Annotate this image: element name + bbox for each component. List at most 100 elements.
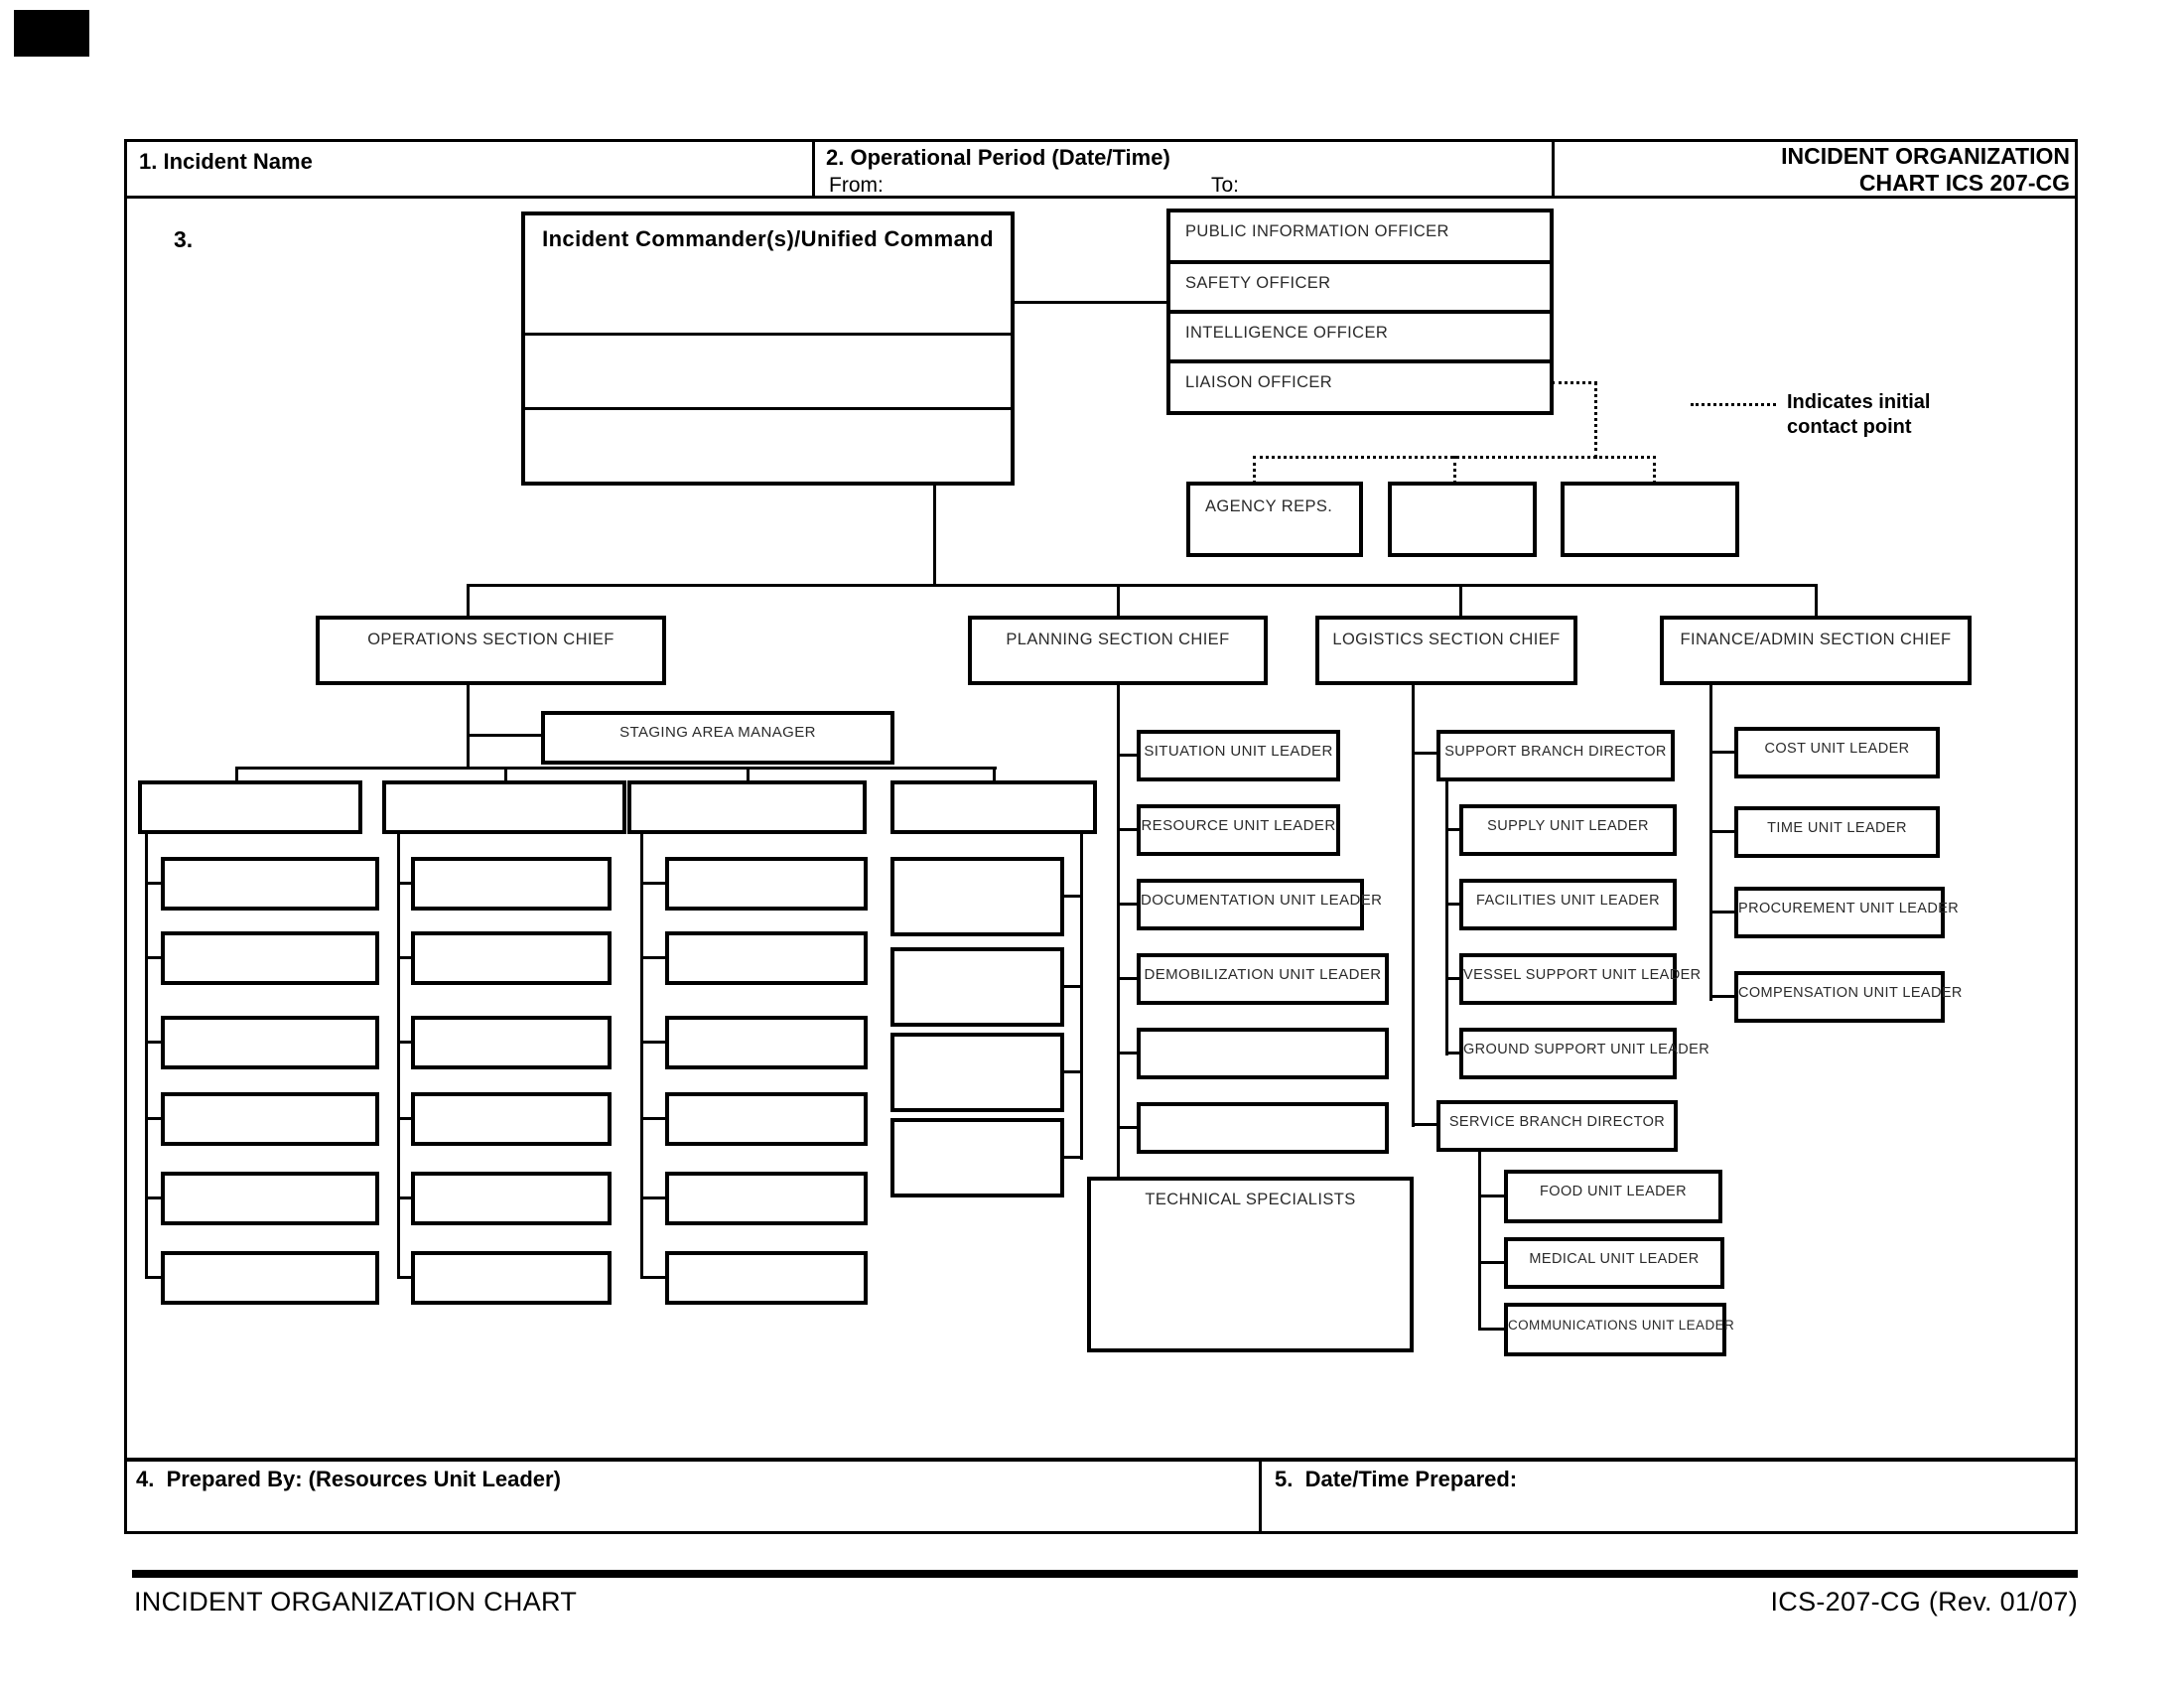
ops-col2-stub — [397, 956, 413, 959]
dotted-agency-drop-2 — [1453, 456, 1456, 484]
ops-col2-header-box[interactable] — [382, 780, 626, 834]
supply-unit-leader-box[interactable]: SUPPLY UNIT LEADER — [1459, 804, 1677, 856]
support-branch-director-box[interactable]: SUPPORT BRANCH DIRECTOR — [1436, 730, 1675, 781]
public-information-officer-label: PUBLIC INFORMATION OFFICER — [1185, 222, 1449, 240]
planning-blank-box[interactable] — [1137, 1102, 1389, 1154]
food-unit-leader-box[interactable]: FOOD UNIT LEADER — [1504, 1170, 1722, 1223]
operations-chief-label: OPERATIONS SECTION CHIEF — [367, 631, 614, 648]
ops-col1-blank-box[interactable] — [161, 1016, 379, 1069]
service-branch-director-label: SERVICE BRANCH DIRECTOR — [1448, 1114, 1666, 1130]
ground-support-unit-leader-box[interactable]: GROUND SUPPORT UNIT LEADER — [1459, 1028, 1709, 1079]
technical-specialists-box[interactable]: TECHNICAL SPECIALISTS — [1087, 1177, 1414, 1352]
ops-col4-header-box[interactable] — [890, 780, 1097, 834]
ops-col2-blank-box[interactable] — [411, 931, 612, 985]
ops-col1-blank-box[interactable] — [161, 857, 379, 911]
intelligence-officer-box[interactable]: INTELLIGENCE OFFICER — [1166, 310, 1554, 363]
ops-col2-blank-box[interactable] — [411, 1016, 612, 1069]
legend-dotted-sample — [1691, 403, 1776, 406]
facilities-unit-leader-box[interactable]: FACILITIES UNIT LEADER — [1459, 879, 1677, 930]
ops-col2-blank-box[interactable] — [411, 857, 612, 911]
dotted-liaison-out — [1552, 381, 1597, 384]
ops-col1-stub — [145, 1117, 163, 1120]
ops-col2-stub — [397, 882, 413, 885]
ops-col2-drop — [504, 767, 507, 781]
ops-col1-header-box[interactable] — [138, 780, 362, 834]
ops-col1-blank-box[interactable] — [161, 1092, 379, 1146]
service-stub — [1478, 1328, 1506, 1331]
planning-blank-box[interactable] — [1137, 1028, 1389, 1079]
footer-rule — [132, 1570, 2078, 1578]
ops-col2-blank-box[interactable] — [411, 1172, 612, 1225]
ops-col2-blank-box[interactable] — [411, 1092, 612, 1146]
ops-col3-stub — [640, 1276, 667, 1279]
from-field[interactable] — [893, 171, 1191, 196]
planning-chief-box[interactable]: PLANNING SECTION CHIEF — [968, 616, 1268, 685]
header-divider-2 — [1552, 139, 1555, 199]
ops-col2-blank-box[interactable] — [411, 1251, 612, 1305]
resource-unit-leader-box[interactable]: RESOURCE UNIT LEADER — [1137, 804, 1340, 856]
staging-area-manager-box[interactable]: STAGING AREA MANAGER — [541, 711, 894, 765]
safety-officer-box[interactable]: SAFETY OFFICER — [1166, 260, 1554, 314]
form-title: INCIDENT ORGANIZATION CHART ICS 207-CG — [1559, 143, 2070, 197]
finance-stub — [1709, 751, 1736, 754]
datetime-prepared-field[interactable] — [1266, 1494, 2070, 1530]
ops-col3-blank-box[interactable] — [665, 857, 868, 911]
liaison-officer-box[interactable]: LIAISON OFFICER — [1166, 359, 1554, 415]
service-branch-stub — [1412, 1123, 1438, 1126]
to-field[interactable] — [1251, 171, 1549, 196]
ops-col4-blank-box[interactable] — [890, 1118, 1064, 1197]
demobilization-unit-leader-label: DEMOBILIZATION UNIT LEADER — [1144, 966, 1382, 983]
service-stub — [1478, 1261, 1506, 1264]
ops-col1-blank-box[interactable] — [161, 1251, 379, 1305]
from-label: From: — [829, 174, 884, 197]
prepared-by-field[interactable] — [129, 1494, 1251, 1530]
ops-col1-stub — [145, 882, 163, 885]
connector-ic-staff — [1013, 301, 1168, 304]
ops-col4-stub — [1062, 1156, 1082, 1159]
service-branch-director-box[interactable]: SERVICE BRANCH DIRECTOR — [1436, 1100, 1678, 1152]
ops-col1-blank-box[interactable] — [161, 1172, 379, 1225]
resource-unit-leader-label: RESOURCE UNIT LEADER — [1141, 817, 1336, 834]
finance-stub — [1709, 830, 1736, 833]
agency-reps-box[interactable]: AGENCY REPS. — [1186, 482, 1363, 557]
procurement-unit-leader-box[interactable]: PROCUREMENT UNIT LEADER — [1734, 887, 1959, 938]
demobilization-unit-leader-box[interactable]: DEMOBILIZATION UNIT LEADER — [1137, 953, 1389, 1005]
agency-blank-box-2[interactable] — [1561, 482, 1739, 557]
food-unit-leader-label: FOOD UNIT LEADER — [1540, 1184, 1687, 1199]
planning-stub — [1117, 828, 1139, 831]
ops-col3-blank-box[interactable] — [665, 1016, 868, 1069]
medical-unit-leader-box[interactable]: MEDICAL UNIT LEADER — [1504, 1237, 1724, 1289]
ops-col3-stub — [640, 956, 667, 959]
compensation-unit-leader-box[interactable]: COMPENSATION UNIT LEADER — [1734, 971, 1962, 1023]
finance-chief-box[interactable]: FINANCE/ADMIN SECTION CHIEF — [1660, 616, 1972, 685]
operations-chief-box[interactable]: OPERATIONS SECTION CHIEF — [316, 616, 666, 685]
ops-col4-blank-box[interactable] — [890, 857, 1064, 936]
ops-col3-header-box[interactable] — [627, 780, 867, 834]
time-unit-leader-box[interactable]: TIME UNIT LEADER — [1734, 806, 1940, 858]
ops-col3-blank-box[interactable] — [665, 931, 868, 985]
ops-col1-blank-box[interactable] — [161, 931, 379, 985]
vessel-support-unit-leader-box[interactable]: VESSEL SUPPORT UNIT LEADER — [1459, 953, 1701, 1005]
header-divider-1 — [812, 139, 815, 199]
ops-col4-blank-box[interactable] — [890, 1033, 1064, 1112]
ops-col2-stub — [397, 1276, 413, 1279]
incident-commander-box[interactable]: Incident Commander(s)/Unified Command — [521, 211, 1015, 486]
situation-unit-leader-box[interactable]: SITUATION UNIT LEADER — [1137, 730, 1340, 781]
ops-col4-blank-box[interactable] — [890, 947, 1064, 1027]
documentation-unit-leader-box[interactable]: DOCUMENTATION UNIT LEADER — [1137, 879, 1382, 930]
facilities-unit-leader-label: FACILITIES UNIT LEADER — [1476, 893, 1660, 909]
ops-col3-blank-box[interactable] — [665, 1251, 868, 1305]
cost-unit-leader-box[interactable]: COST UNIT LEADER — [1734, 727, 1940, 778]
ops-col3-blank-box[interactable] — [665, 1172, 868, 1225]
communications-unit-leader-box[interactable]: COMMUNICATIONS UNIT LEADER — [1504, 1303, 1734, 1356]
agency-blank-box-1[interactable] — [1388, 482, 1537, 557]
logistics-chief-box[interactable]: LOGISTICS SECTION CHIEF — [1315, 616, 1577, 685]
medical-unit-leader-label: MEDICAL UNIT LEADER — [1529, 1251, 1700, 1267]
ops-col3-blank-box[interactable] — [665, 1092, 868, 1146]
incident-name-field[interactable] — [127, 171, 810, 196]
ops-col1-stub — [145, 1196, 163, 1199]
bottom-row-divider — [1259, 1458, 1262, 1534]
ops-col3-drop — [747, 767, 750, 781]
public-information-officer-box[interactable]: PUBLIC INFORMATION OFFICER — [1166, 209, 1554, 264]
